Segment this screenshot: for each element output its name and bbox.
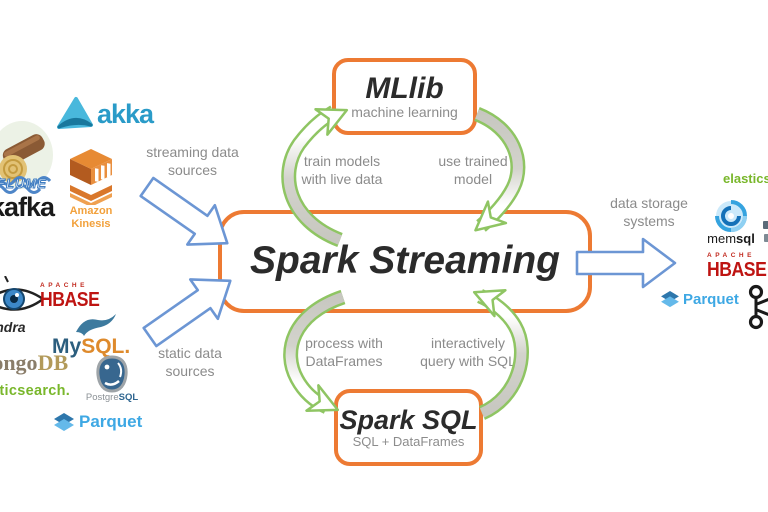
spark-streaming-box: Spark Streaming [218,210,592,313]
process-dataframes-label: process with DataFrames [305,335,383,370]
use-trained-model-label: use trained model [438,153,508,188]
akka-logo: akka [56,96,154,133]
postgresql-elephant-icon [96,355,128,393]
hbase-left-wordmark: HBASE [40,288,100,311]
hbase-left-logo: APACHE HBASE [40,282,108,311]
data-storage-label: data storage systems [610,195,688,230]
mysql-logo: MySQL. [52,312,130,357]
memsql-part1: mem [707,231,737,246]
hbase-right-apache: APACHE [707,252,755,259]
parquet-right-logo: Parquet [661,291,739,308]
mongodb-part2: DB [37,350,69,375]
cassandra-wordmark: Cassandra [0,319,26,335]
elasticsearch-left-wordmark: elasticsearch. [0,383,71,399]
static-sources-label: static data sources [158,345,222,380]
memsql-logo: memsql [703,200,759,247]
postgresql-part1: Postgre [85,392,119,403]
cassandra-eye-icon [0,276,46,311]
kafka-wordmark: kafka [0,192,55,222]
parquet-left-wordmark: Parquet [79,412,143,431]
parquet-right-icon [661,291,679,308]
mongodb-part1: mongo [0,350,38,375]
clipped-logo-fragment [764,234,768,242]
kinesis-label-line1: Amazon [69,205,113,217]
clipped-logo-fragment [763,221,768,229]
hbase-right-wordmark: HBASE [707,258,767,281]
flume-wordmark: FLUME [0,176,47,191]
kafka-right-logo [744,284,768,330]
streaming-sources-label: streaming data sources [146,144,239,179]
kafka-icon [748,284,768,330]
hbase-right-logo: APACHE HBASE [707,252,768,281]
flume-icon: FLUME [0,121,53,194]
mllib-subtitle: machine learning [351,104,458,121]
spark-streaming-title: Spark Streaming [250,239,560,283]
kinesis-label-line2: Kinesis [71,218,111,231]
akka-wordmark: akka [97,99,154,129]
postgresql-logo: PostgreSQL [84,355,140,403]
flume-logo: FLUME [0,117,56,205]
parquet-left-logo: Parquet [54,412,142,432]
parquet-right-wordmark: Parquet [683,291,739,308]
mllib-title: MLlib [365,71,444,105]
hbase-left-apache: APACHE [40,282,88,289]
amazon-kinesis-logo: Amazon Kinesis [62,147,120,231]
mongodb-wordmark: mongoDB [0,350,68,376]
amazon-kinesis-icon [70,149,112,205]
memsql-part2: sql [736,231,755,246]
akka-icon [57,97,93,129]
train-models-label: train models with live data [301,153,383,188]
parquet-left-icon [54,412,74,431]
mysql-dolphin-icon [76,314,116,336]
mysql-wordmark-sql: SQL. [81,335,131,358]
mllib-box: MLlib machine learning [332,58,477,135]
mysql-wordmark-my: My [52,335,82,358]
elasticsearch-right-wordmark: elasticsearch. [723,171,768,186]
cassandra-logo [0,276,48,322]
spark-sql-subtitle: SQL + DataFrames [352,434,465,450]
postgresql-part2: SQL [118,392,139,403]
memsql-icon [715,200,747,232]
interactive-query-label: interactively query with SQL [420,335,516,370]
spark-sql-box: Spark SQL SQL + DataFrames [334,389,483,466]
spark-sql-title: Spark SQL [339,404,478,435]
